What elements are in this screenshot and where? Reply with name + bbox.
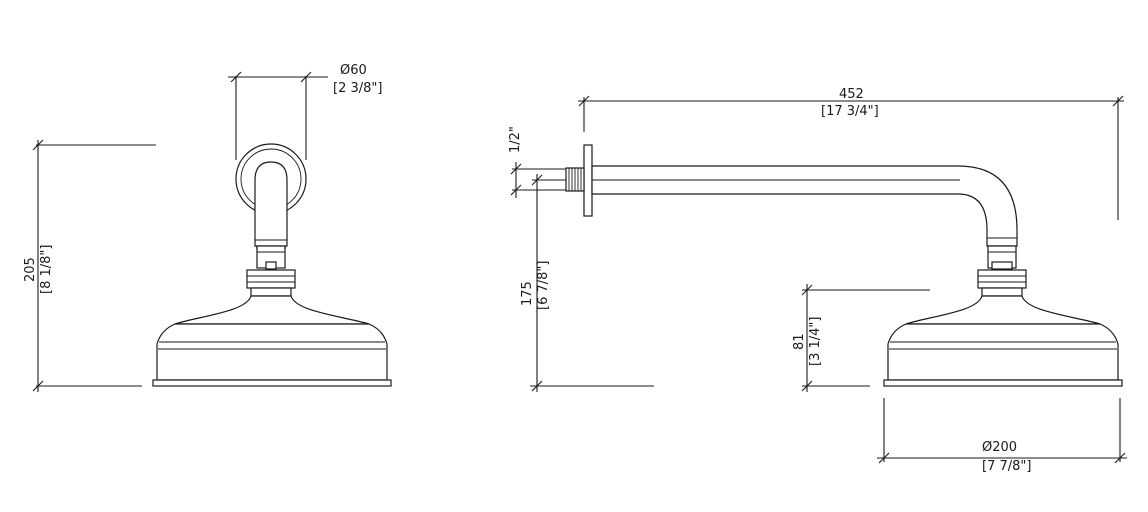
- drop-height-label: 175: [520, 281, 535, 306]
- shower-head-dome: [174, 295, 370, 325]
- shower-head-body: [156, 323, 388, 381]
- head-diameter-imperial-label: [7 7/8"]: [982, 459, 1031, 474]
- ball-joint-side: [977, 269, 1027, 289]
- total-height-label: 205: [23, 257, 38, 282]
- projection-imperial-label: [17 3/4"]: [821, 104, 879, 119]
- shower-head-body-side: [887, 323, 1119, 381]
- drop-height-imperial-label: [6 7/8"]: [536, 261, 551, 310]
- ball-joint-nut: [246, 269, 296, 289]
- shower-arm: [591, 165, 1018, 247]
- thread-label: 1/2": [508, 126, 523, 153]
- flange-diameter-imperial-label: [2 3/8"]: [333, 81, 382, 96]
- side-view: 452 [17 3/4"] 1/2" 175 [6 7/8"] 81 [3 1/…: [508, 87, 1127, 474]
- wall-plate: [583, 144, 593, 217]
- projection-label: 452: [839, 87, 864, 102]
- shower-head-dome-side: [905, 295, 1101, 325]
- shower-head-face-side: [883, 379, 1123, 387]
- swivel-nut: [265, 261, 277, 270]
- head-height-imperial-label: [3 1/4"]: [808, 317, 823, 366]
- arm-elbow: [254, 161, 288, 247]
- shower-head-face: [152, 379, 392, 387]
- flange-diameter-label: Ø60: [340, 63, 367, 78]
- head-diameter-label: Ø200: [982, 440, 1017, 455]
- head-height-label: 81: [792, 333, 807, 350]
- total-height-imperial-label: [8 1/8"]: [39, 245, 54, 294]
- front-view: Ø60 [2 3/8"] 205 [8 1/8"]: [23, 63, 392, 392]
